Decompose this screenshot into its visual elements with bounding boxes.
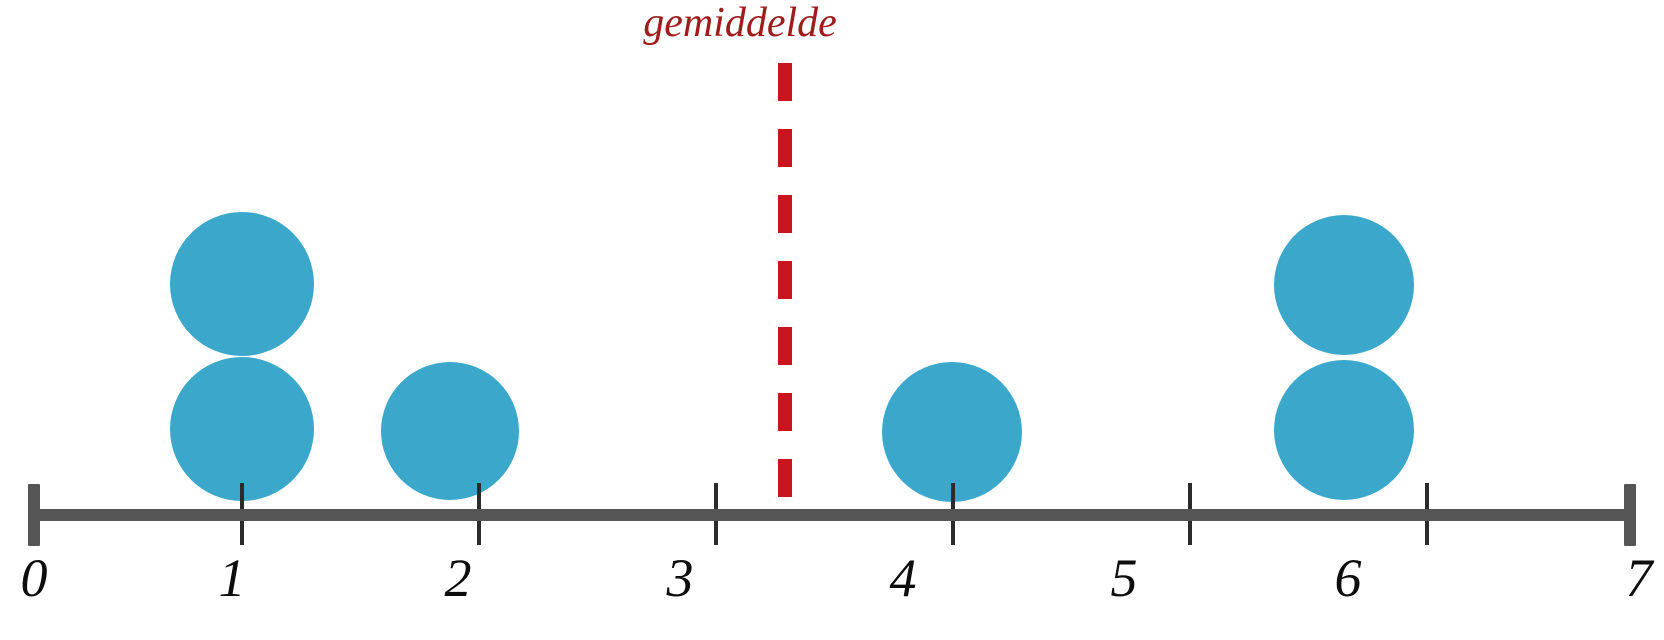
data-dot xyxy=(1274,215,1414,355)
tick-label-0: 0 xyxy=(20,548,48,608)
tick-label-1: 1 xyxy=(218,548,246,608)
mean-label: gemiddelde xyxy=(643,0,837,46)
tick-label-4: 4 xyxy=(889,548,917,608)
data-dot xyxy=(1274,360,1414,500)
data-dot xyxy=(882,362,1022,502)
tick-label-7: 7 xyxy=(1625,548,1653,608)
axis-end-cap-left xyxy=(28,484,40,546)
tick-label-3: 3 xyxy=(666,548,694,608)
mean-dashed-line xyxy=(778,63,792,521)
data-dot xyxy=(170,212,314,356)
data-dot xyxy=(381,362,519,500)
data-dot xyxy=(170,357,314,501)
tick-label-5: 5 xyxy=(1110,548,1138,608)
axis-end-cap-right xyxy=(1624,484,1636,546)
tick-label-6: 6 xyxy=(1334,548,1362,608)
axis-line xyxy=(28,509,1636,521)
tick-label-2: 2 xyxy=(444,548,472,608)
